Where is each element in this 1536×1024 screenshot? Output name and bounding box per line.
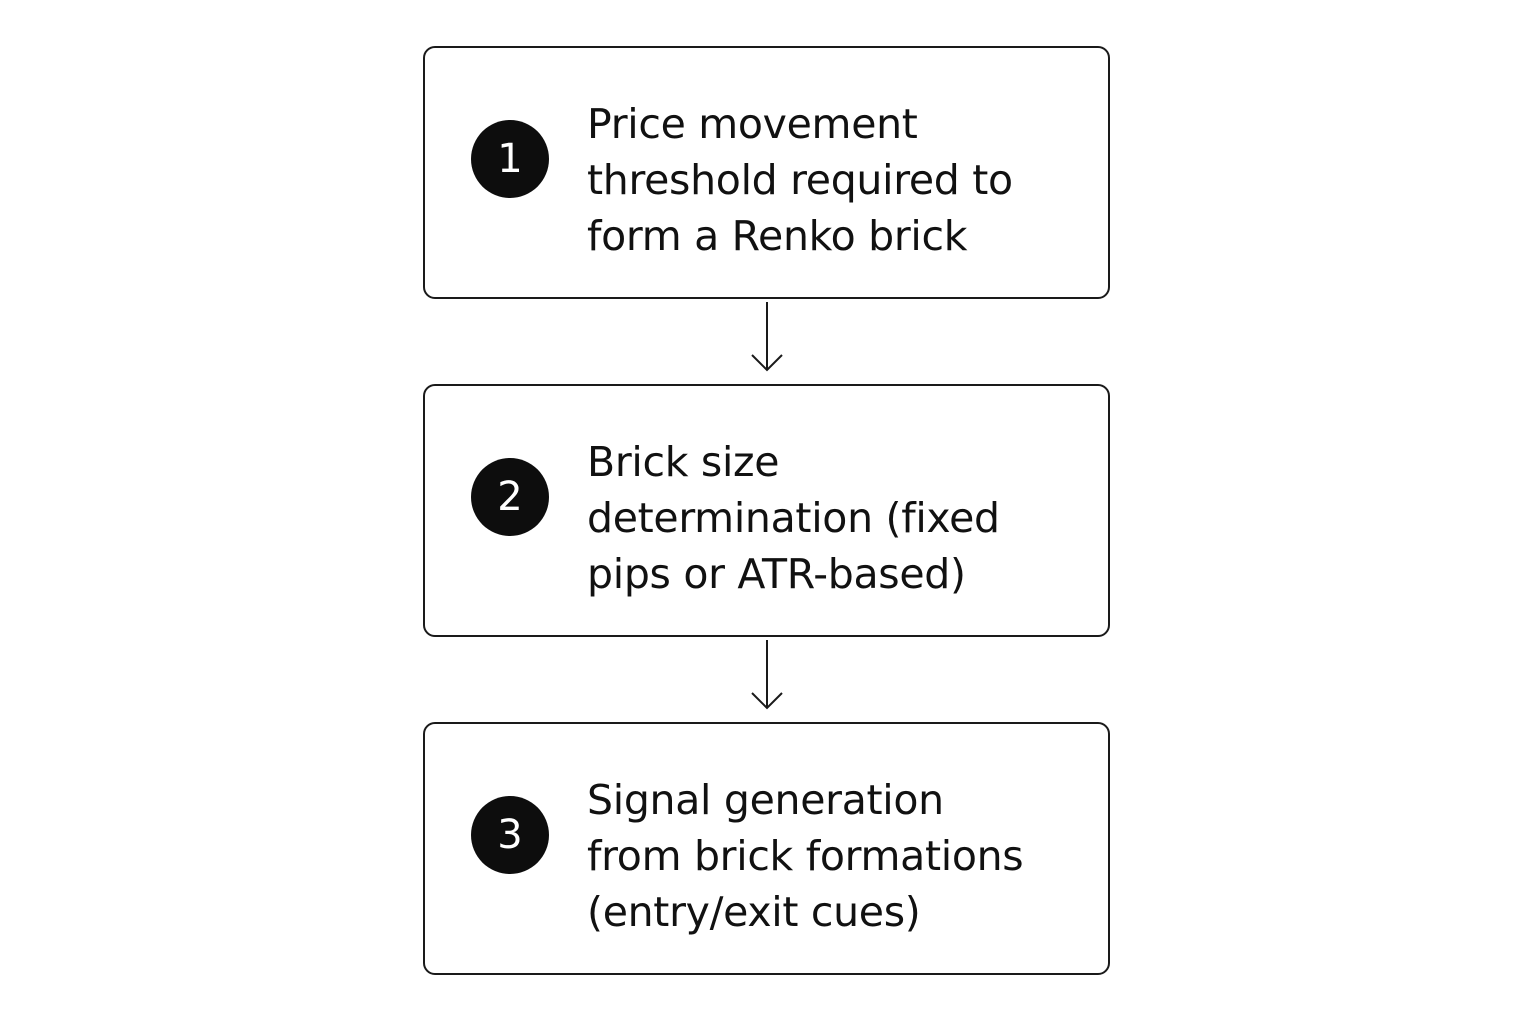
step-number-badge: 3 <box>471 796 549 874</box>
step-text-line: Price movement <box>587 100 918 148</box>
step-box-2: 2 Brick size determination (fixed pips o… <box>423 384 1110 637</box>
step-number-badge: 1 <box>471 120 549 198</box>
step-text-line: pips or ATR-based) <box>587 550 966 598</box>
step-number-badge: 2 <box>471 458 549 536</box>
step-box-3: 3 Signal generation from brick formation… <box>423 722 1110 975</box>
step-description: Signal generation from brick formations … <box>587 772 1087 940</box>
step-description: Price movement threshold required to for… <box>587 96 1087 264</box>
step-text-line: threshold required to <box>587 156 1013 204</box>
step-text-line: from brick formations <box>587 832 1024 880</box>
step-text-line: Signal generation <box>587 776 944 824</box>
step-box-1: 1 Price movement threshold required to f… <box>423 46 1110 299</box>
step-text-line: Brick size <box>587 438 780 486</box>
step-description: Brick size determination (fixed pips or … <box>587 434 1087 602</box>
step-text-line: determination (fixed <box>587 494 1000 542</box>
step-text-line: (entry/exit cues) <box>587 888 921 936</box>
step-text-line: form a Renko brick <box>587 212 968 260</box>
